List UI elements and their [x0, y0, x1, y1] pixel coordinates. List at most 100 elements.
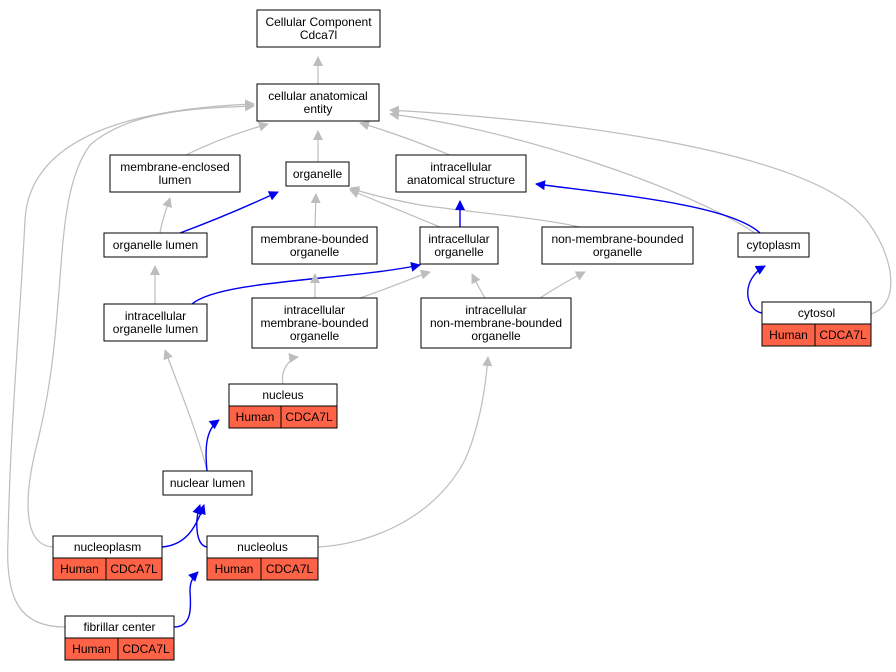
edge-inmbo-nmbo — [539, 271, 586, 299]
edge-nl-nucleus — [205, 419, 220, 472]
node-label-line: membrane-enclosed — [120, 160, 229, 174]
edge-nmbo-org — [349, 186, 581, 228]
node-label-line: Cellular Component — [265, 15, 372, 29]
edge-inmbo-io — [471, 273, 486, 299]
node-box — [395, 154, 527, 193]
node-inmbo[interactable]: intracellularnon-membrane-boundedorganel… — [420, 297, 572, 349]
annotation-row — [64, 637, 175, 661]
edge-fc-cae — [7, 99, 255, 628]
node-box — [162, 470, 253, 496]
edge-imbo-io — [359, 269, 431, 299]
edge-cytosol-cyto — [747, 265, 766, 314]
node-label-line: nucleus — [262, 388, 303, 402]
node-label-line: fibrillar center — [83, 620, 155, 634]
edge-nucleus-imbo — [281, 353, 299, 385]
edge-orgl-org — [179, 191, 279, 234]
node-label-line: intracellular — [428, 232, 489, 246]
node-label-line: non-membrane-bounded — [551, 232, 683, 246]
node-label-line: non-membrane-bounded — [430, 316, 562, 330]
node-box — [103, 232, 208, 258]
node-label-line: intracellular — [465, 303, 526, 317]
edge-orgl-mel — [159, 197, 172, 234]
edge-mbo-org — [310, 193, 321, 228]
node-label-line: intracellular — [430, 160, 491, 174]
node-label-line: nucleoplasm — [74, 540, 141, 554]
node-label-line: lumen — [159, 173, 192, 187]
node-label-line: organelle lumen — [113, 238, 198, 252]
annotation-gene: CDCA7L — [819, 328, 867, 342]
annotation-gene: CDCA7L — [266, 562, 314, 576]
edge-iol-io — [191, 261, 421, 305]
node-box — [256, 83, 380, 122]
edge-ias-cae — [359, 120, 451, 156]
annotation-row — [228, 405, 338, 429]
annotation-gene: CDCA7L — [110, 562, 158, 576]
node-label-line: intracellular — [284, 303, 345, 317]
annotation-row — [761, 323, 872, 347]
node-label-line: organelle lumen — [113, 322, 198, 336]
node-label-line: organelle — [471, 329, 521, 343]
annotation-species: Human — [60, 562, 99, 576]
node-box — [420, 297, 572, 349]
node-box — [109, 154, 241, 193]
node-label-line: nuclear lumen — [170, 476, 245, 490]
node-label-line: organelle — [593, 245, 643, 259]
node-label-line: anatomical structure — [407, 173, 515, 187]
annotation-gene: CDCA7L — [285, 410, 333, 424]
annotation-species: Human — [769, 328, 808, 342]
edge-io-org — [349, 188, 441, 228]
node-box — [256, 9, 381, 48]
node-box — [251, 226, 378, 265]
edge-mel-cae — [185, 121, 269, 156]
node-org[interactable]: organelle — [285, 161, 350, 187]
edge-cyto-ias — [535, 180, 761, 234]
annotation-species: Human — [72, 642, 111, 656]
node-label-line: organelle — [290, 329, 340, 343]
node-box — [103, 303, 208, 342]
edges-layer — [7, 56, 892, 628]
node-label-line: intracellular — [125, 309, 186, 323]
node-nl[interactable]: nuclear lumen — [162, 470, 253, 496]
node-box — [285, 161, 350, 187]
node-label-line: organelle — [293, 167, 343, 181]
edge-cytosol-cae — [389, 105, 892, 315]
node-label-line: cellular anatomical — [268, 89, 367, 103]
node-label-line: membrane-bounded — [260, 316, 368, 330]
node-box — [737, 232, 810, 258]
node-label-line: Cdca7l — [300, 28, 337, 42]
annotation-row — [206, 557, 319, 581]
annotation-species: Human — [236, 410, 275, 424]
edge-nuo-nl — [192, 504, 208, 548]
edge-fc-nuo — [173, 571, 199, 628]
node-box — [251, 297, 378, 349]
node-orgl[interactable]: organelle lumen — [103, 232, 208, 258]
node-box — [419, 226, 499, 265]
edge-nl-iol — [163, 349, 208, 472]
annotation-species: Human — [215, 562, 254, 576]
edge-np-cae — [27, 101, 255, 548]
node-label-line: organelle — [434, 245, 484, 259]
node-label-line: organelle — [290, 245, 340, 259]
annotation-gene: CDCA7L — [122, 642, 170, 656]
node-label-line: entity — [304, 102, 333, 116]
node-box — [541, 226, 694, 265]
node-cyto[interactable]: cytoplasm — [737, 232, 810, 258]
node-label-line: cytosol — [798, 306, 835, 320]
node-label-line: nucleolus — [237, 540, 288, 554]
